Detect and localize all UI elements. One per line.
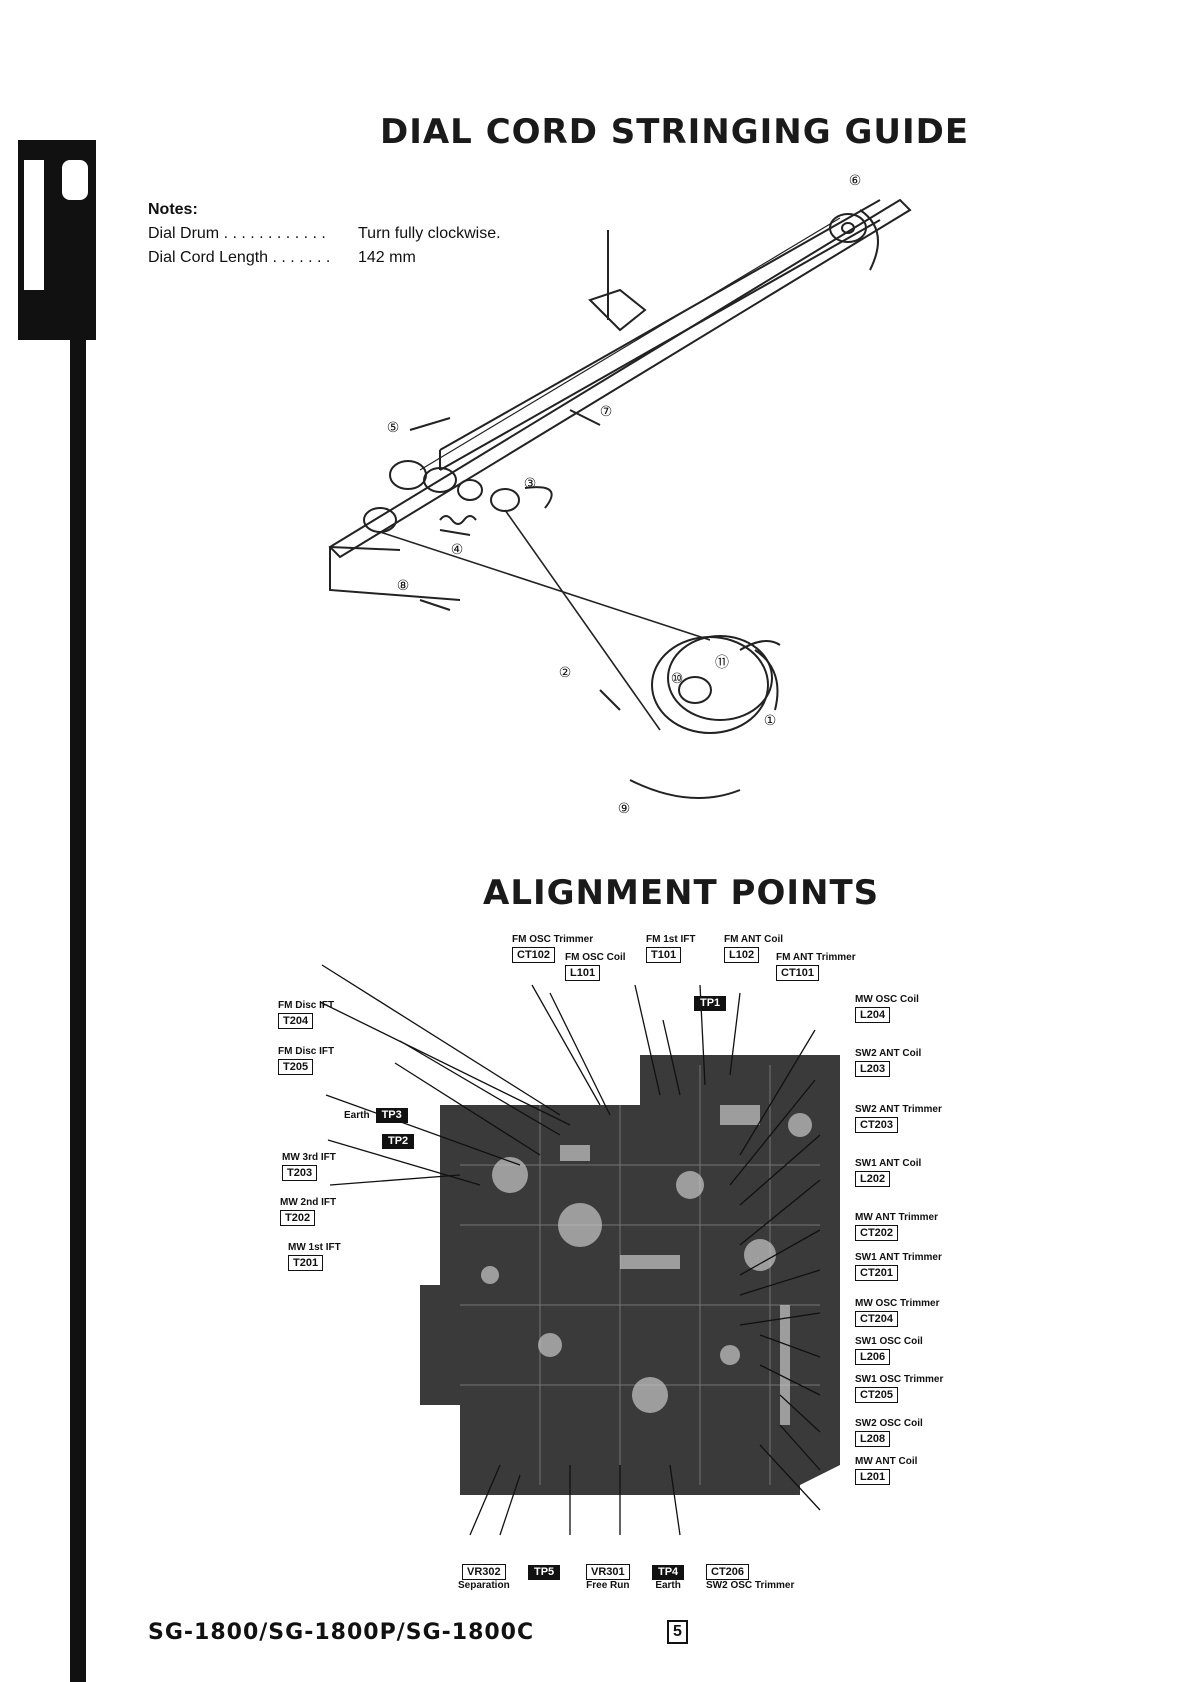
label-fm-osc-trimmer: FM OSC Trimmer CT102: [512, 934, 594, 963]
label-earth-tp3: Earth TP3: [344, 1108, 408, 1123]
step-2: ②: [559, 665, 572, 681]
step-8: ⑧: [397, 578, 410, 594]
label-mw-ant-coil: MW ANT Coil L201: [855, 1456, 918, 1485]
step-3: ③: [524, 476, 537, 492]
note-value: 142 mm: [358, 249, 416, 266]
code-box: L101: [565, 965, 601, 981]
label-fm-disc-ift-1: FM Disc IFT T204: [278, 1000, 335, 1029]
code-box: T203: [282, 1165, 318, 1181]
step-1: ①: [764, 713, 777, 729]
step-6: ⑥: [849, 173, 862, 189]
section-title-alignment: ALIGNMENT POINTS: [483, 873, 880, 913]
label-mw-osc-coil: MW OSC Coil L204: [855, 994, 919, 1023]
label-mw-osc-trimmer: MW OSC Trimmer CT204: [855, 1298, 940, 1327]
step-10: ⑩: [671, 671, 684, 687]
step-11: ⑪: [715, 655, 729, 671]
code-box: L204: [855, 1007, 891, 1023]
code-box: CT202: [855, 1225, 899, 1241]
notes-heading: Notes:: [148, 201, 198, 218]
label-fm-osc-coil: FM OSC Coil L101: [565, 952, 626, 981]
label-sw1-ant-trimmer: SW1 ANT Trimmer CT201: [855, 1252, 942, 1281]
label-fm-disc-ift-2: FM Disc IFT T205: [278, 1046, 335, 1075]
model-footer: SG-1800/SG-1800P/SG-1800C: [148, 1620, 535, 1645]
code-box: L206: [855, 1349, 891, 1365]
step-7: ⑦: [600, 404, 613, 420]
note-key: Dial Drum . . . . . . . . . . . .: [148, 225, 326, 242]
page-number: 5: [667, 1620, 688, 1644]
section-title-stringing: DIAL CORD STRINGING GUIDE: [380, 112, 970, 152]
code-box: CT203: [855, 1117, 899, 1133]
code-box: CT102: [512, 947, 556, 963]
code-box: CT206: [706, 1564, 750, 1580]
code-box: T205: [278, 1059, 314, 1075]
label-sw2-ant-coil: SW2 ANT Coil L203: [855, 1048, 922, 1077]
label-sw1-ant-coil: SW1 ANT Coil L202: [855, 1158, 922, 1187]
label-sw2-osc-coil: SW2 OSC Coil L208: [855, 1418, 923, 1447]
label-vr301: VR301 Free Run: [586, 1564, 630, 1591]
label-mw-3rd-ift: MW 3rd IFT T203: [282, 1152, 336, 1181]
dial-cord-diagram: ① ② ③ ④ ⑤ ⑥ ⑦ ⑧ ⑨ ⑩ ⑪: [328, 173, 912, 817]
label-fm-1st-ift: FM 1st IFT T101: [646, 934, 696, 963]
code-box: L208: [855, 1431, 891, 1447]
label-sw2-ant-trimmer: SW2 ANT Trimmer CT203: [855, 1104, 942, 1133]
code-box: L203: [855, 1061, 891, 1077]
label-tp5: TP5: [528, 1562, 561, 1580]
label-fm-ant-coil: FM ANT Coil L102: [724, 934, 784, 963]
code-box: T201: [288, 1255, 324, 1271]
label-fm-ant-trimmer: FM ANT Trimmer CT101: [776, 952, 856, 981]
code-box: VR301: [586, 1564, 630, 1580]
note-key: Dial Cord Length . . . . . . .: [148, 249, 331, 266]
label-sw1-osc-trimmer: SW1 OSC Trimmer CT205: [855, 1374, 944, 1403]
label-mw-1st-ift: MW 1st IFT T201: [288, 1242, 341, 1271]
step-9: ⑨: [618, 801, 631, 817]
code-box: L102: [724, 947, 760, 963]
note-row-length: Dial Cord Length . . . . . . . 142 mm: [148, 246, 501, 270]
code-box: CT204: [855, 1311, 899, 1327]
code-box: CT205: [855, 1387, 899, 1403]
code-box: CT101: [776, 965, 820, 981]
label-ct206: CT206 SW2 OSC Trimmer: [706, 1564, 795, 1591]
label-tp1: TP1: [694, 993, 727, 1011]
note-row-drum: Dial Drum . . . . . . . . . . . . Turn f…: [148, 222, 501, 246]
step-5: ⑤: [387, 420, 400, 436]
code-box: L202: [855, 1171, 891, 1187]
code-box: VR302: [462, 1564, 506, 1580]
binding-edge: [18, 140, 96, 1682]
code-box: T202: [280, 1210, 316, 1226]
code-box: L201: [855, 1469, 891, 1485]
label-tp4: TP4 Earth: [652, 1562, 685, 1591]
label-tp2: TP2: [382, 1131, 415, 1149]
label-mw-2nd-ift: MW 2nd IFT T202: [280, 1197, 337, 1226]
code-box: CT201: [855, 1265, 899, 1281]
code-box: T204: [278, 1013, 314, 1029]
label-sw1-osc-coil: SW1 OSC Coil L206: [855, 1336, 923, 1365]
code-box: T101: [646, 947, 682, 963]
label-mw-ant-trimmer: MW ANT Trimmer CT202: [855, 1212, 938, 1241]
step-4: ④: [451, 542, 464, 558]
notes-block: Notes: Dial Drum . . . . . . . . . . . .…: [148, 198, 501, 270]
pcb-photo: [319, 964, 840, 1536]
label-vr302: VR302 Separation: [458, 1564, 510, 1591]
note-value: Turn fully clockwise.: [358, 225, 501, 242]
